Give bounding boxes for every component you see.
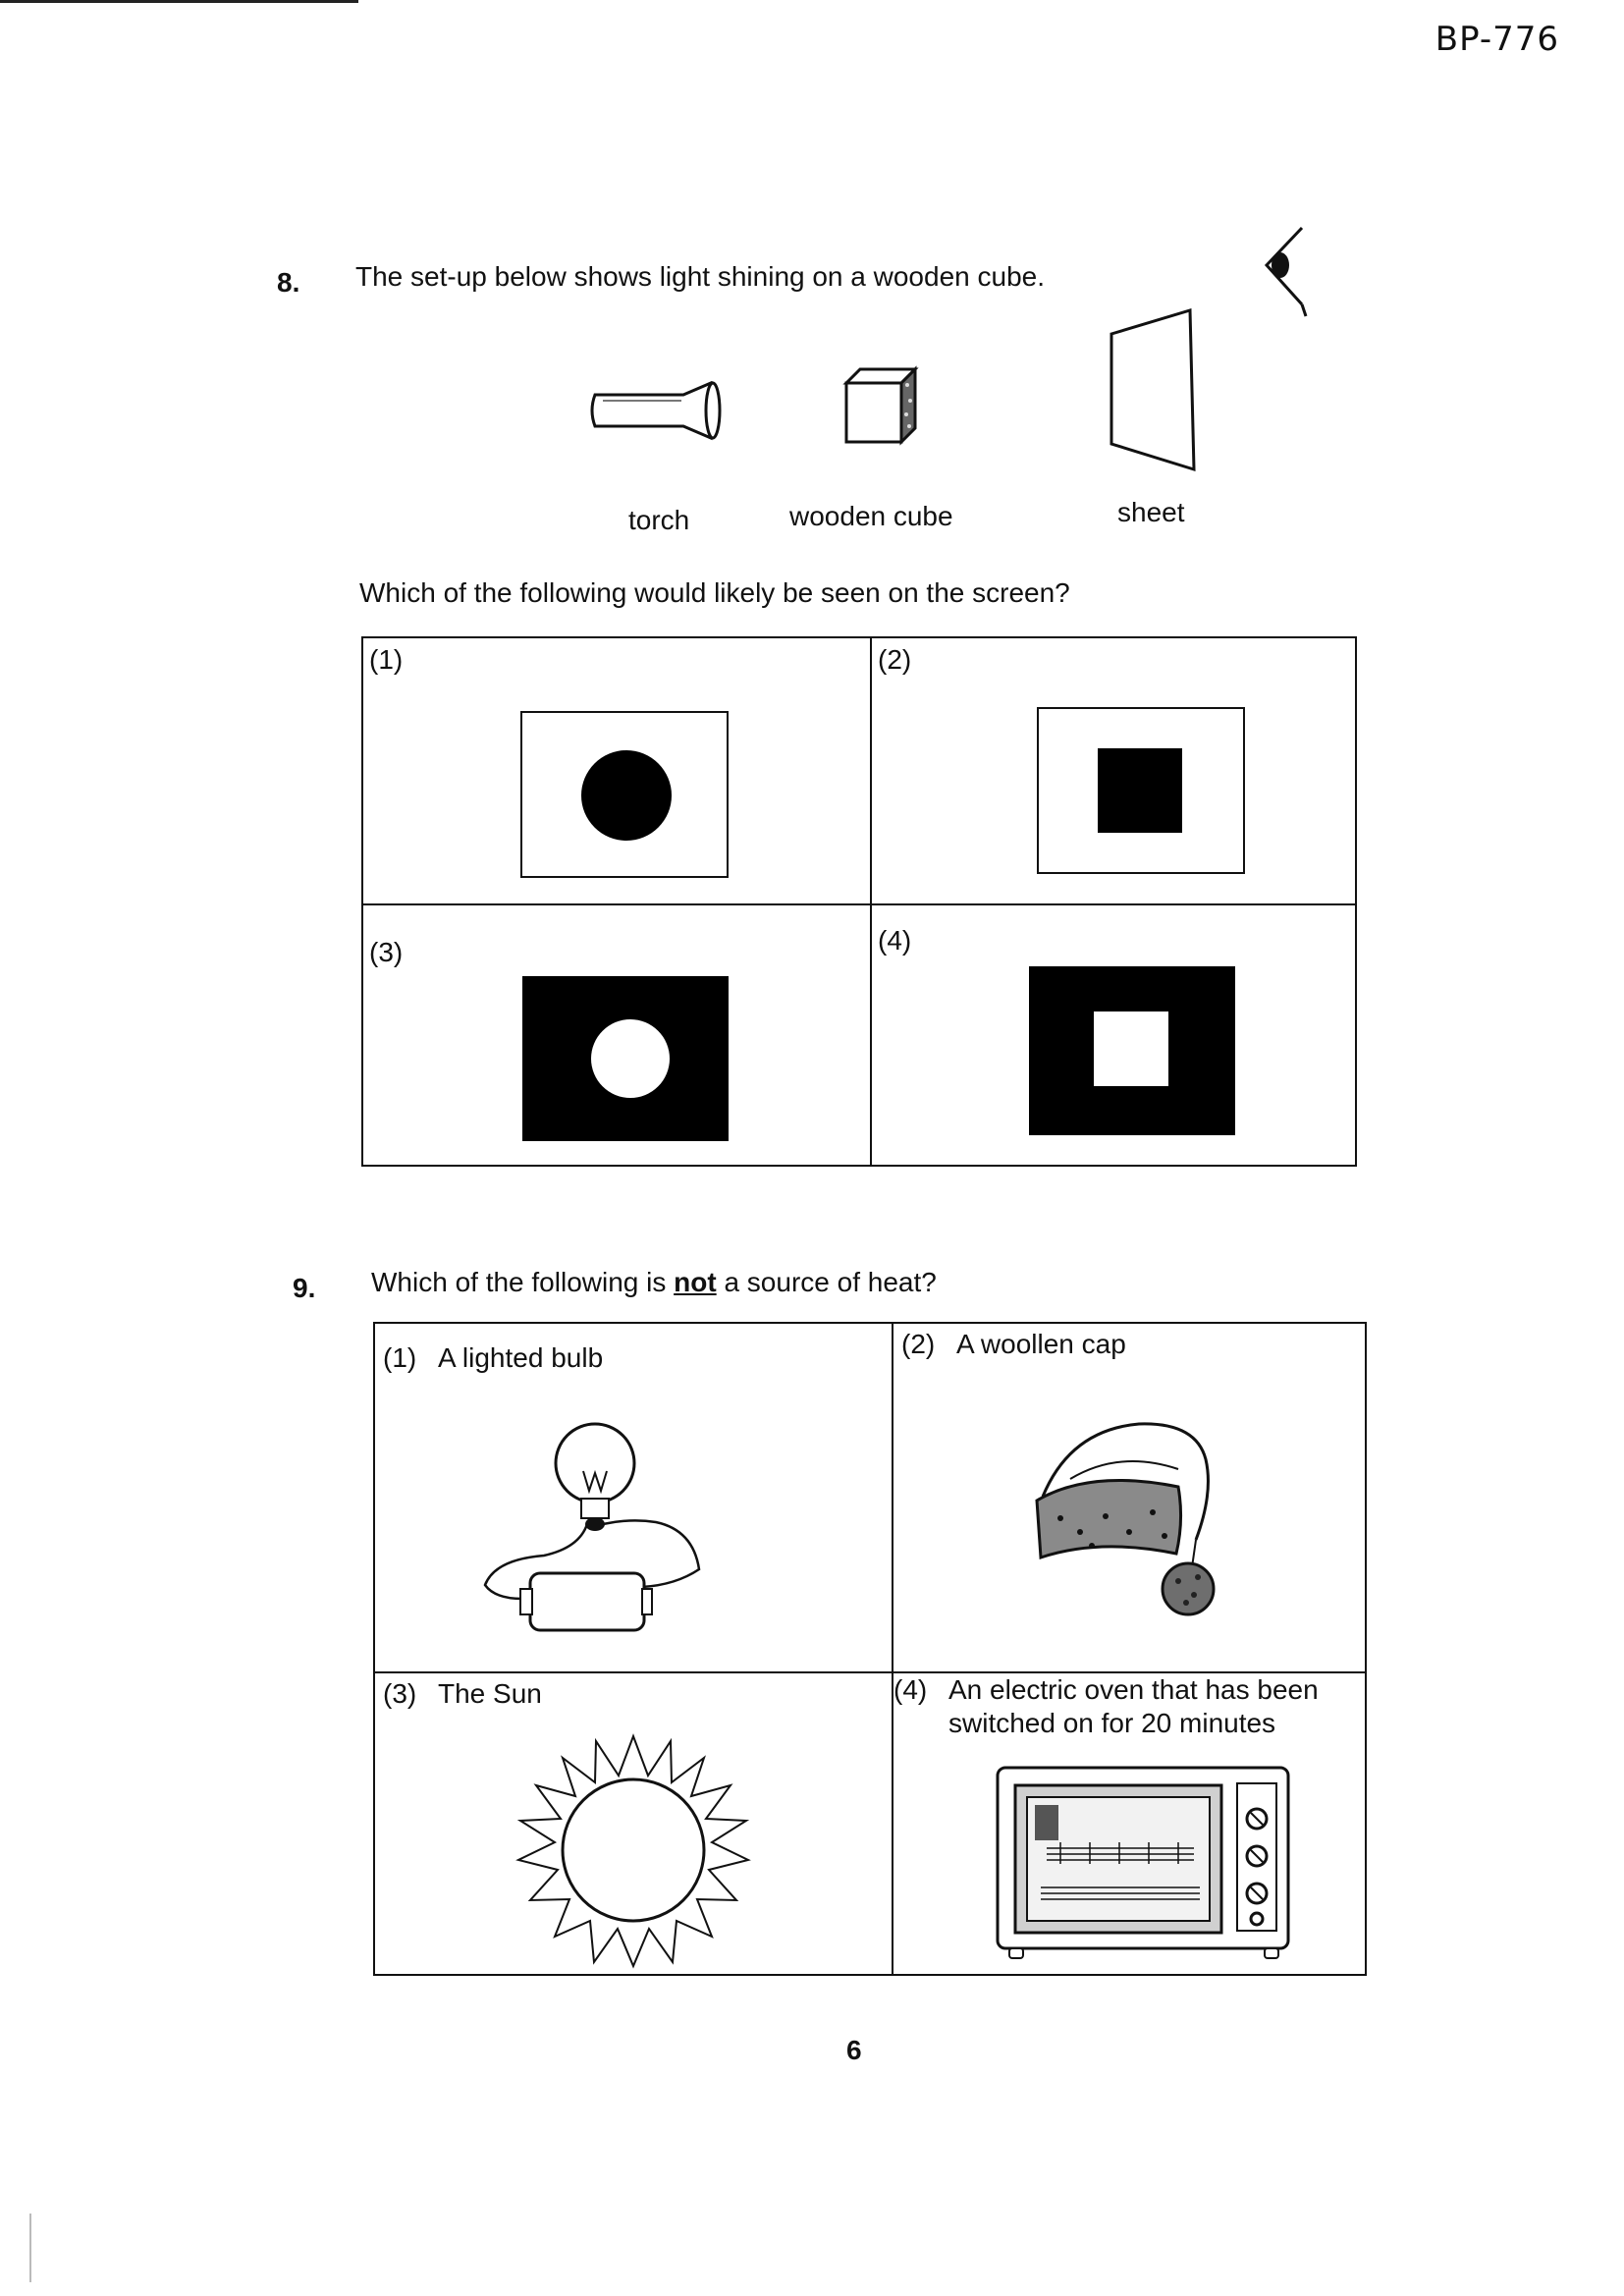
q9-option-3-label: The Sun [438, 1678, 542, 1709]
q9-option-3-number: (3) [383, 1678, 417, 1709]
setup-label-wooden-cube: wooden cube [789, 501, 953, 531]
question-9-text: Which of the following is not a source o… [371, 1267, 937, 1298]
question-8-number: 8. [277, 267, 300, 298]
eye-icon [1264, 226, 1308, 317]
top-edge-line [0, 0, 358, 3]
question-9-number: 9. [293, 1273, 316, 1303]
q9-option-2[interactable]: (2) A woollen cap [893, 1324, 1365, 1673]
question-9-emphasis-not: not [674, 1267, 717, 1297]
question-9-text-before: Which of the following is [371, 1267, 675, 1297]
paper-code: BP-776 [1435, 20, 1559, 59]
screen-dark-circle-shadow-icon [520, 711, 729, 878]
question-8-options-grid: (1) (2) (3) (4) [361, 636, 1357, 1167]
question-9-text-after: a source of heat? [716, 1267, 937, 1297]
screen-light-square-icon [1029, 966, 1235, 1135]
q8-option-3-number: (3) [369, 937, 404, 967]
lighted-bulb-circuit-icon [483, 1422, 701, 1632]
q8-option-4[interactable]: (4) [872, 905, 1357, 1165]
q9-option-3[interactable]: (3) The Sun [375, 1673, 893, 1974]
q9-option-4-number: (4) [893, 1674, 928, 1705]
sun-icon [515, 1733, 751, 1969]
q8-option-4-number: (4) [878, 925, 912, 956]
wooden-cube-icon [842, 365, 919, 446]
question-8-text: The set-up below shows light shining on … [355, 261, 1045, 292]
q8-option-1[interactable]: (1) [363, 638, 872, 905]
screen-dark-square-shadow-icon [1037, 707, 1245, 874]
q8-option-2-number: (2) [878, 644, 912, 675]
q8-option-1-number: (1) [369, 644, 404, 675]
torch-icon [590, 381, 722, 441]
question-9-options-grid: (1) A lighted bulb (2) A woollen cap [373, 1322, 1367, 1976]
screen-light-circle-icon [522, 976, 729, 1141]
q8-option-2[interactable]: (2) [872, 638, 1357, 905]
scan-mark [29, 2214, 31, 2282]
q9-option-2-number: (2) [901, 1329, 936, 1359]
question-8-prompt: Which of the following would likely be s… [359, 577, 1070, 608]
sheet-icon [1110, 307, 1196, 472]
electric-oven-icon [996, 1766, 1290, 1959]
setup-label-torch: torch [628, 505, 690, 535]
q9-option-1-label: A lighted bulb [438, 1342, 604, 1373]
q9-option-2-label: A woollen cap [956, 1329, 1126, 1359]
q9-option-1-number: (1) [383, 1342, 417, 1373]
q9-option-4[interactable]: (4) An electric oven that has been switc… [893, 1673, 1365, 1974]
setup-label-sheet: sheet [1117, 497, 1185, 527]
q9-option-4-label: An electric oven that has been switched … [948, 1674, 1319, 1738]
page-number: 6 [846, 2035, 862, 2065]
q9-option-1[interactable]: (1) A lighted bulb [375, 1324, 893, 1673]
woollen-cap-icon [1035, 1422, 1216, 1616]
q8-option-3[interactable]: (3) [363, 905, 872, 1165]
